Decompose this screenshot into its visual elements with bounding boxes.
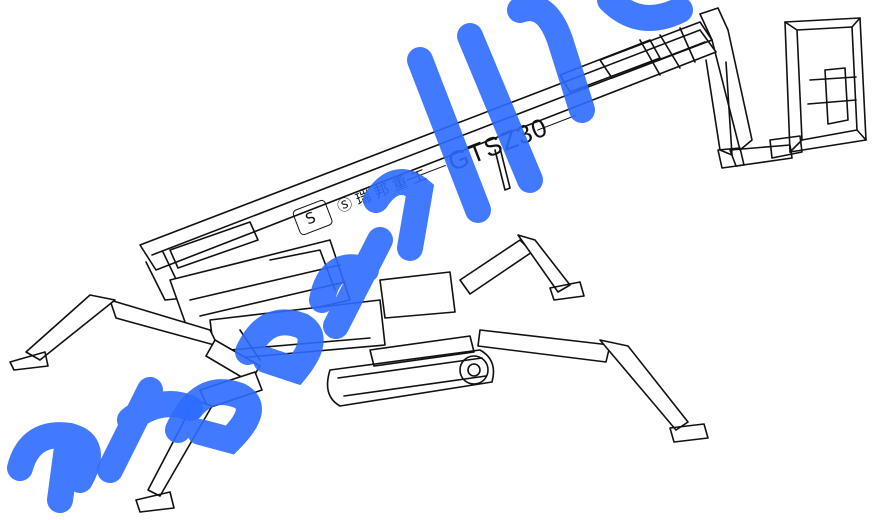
outrigger-front-right bbox=[459, 234, 585, 301]
jib-arm bbox=[699, 7, 793, 169]
brand-logo-icon bbox=[292, 199, 333, 236]
brand-logo-letter: S bbox=[303, 208, 318, 228]
outrigger-rear-right bbox=[477, 329, 709, 443]
crawler-track bbox=[326, 335, 495, 407]
watermark bbox=[7, 0, 693, 513]
work-basket bbox=[769, 17, 867, 159]
outrigger-front-left bbox=[9, 294, 219, 371]
